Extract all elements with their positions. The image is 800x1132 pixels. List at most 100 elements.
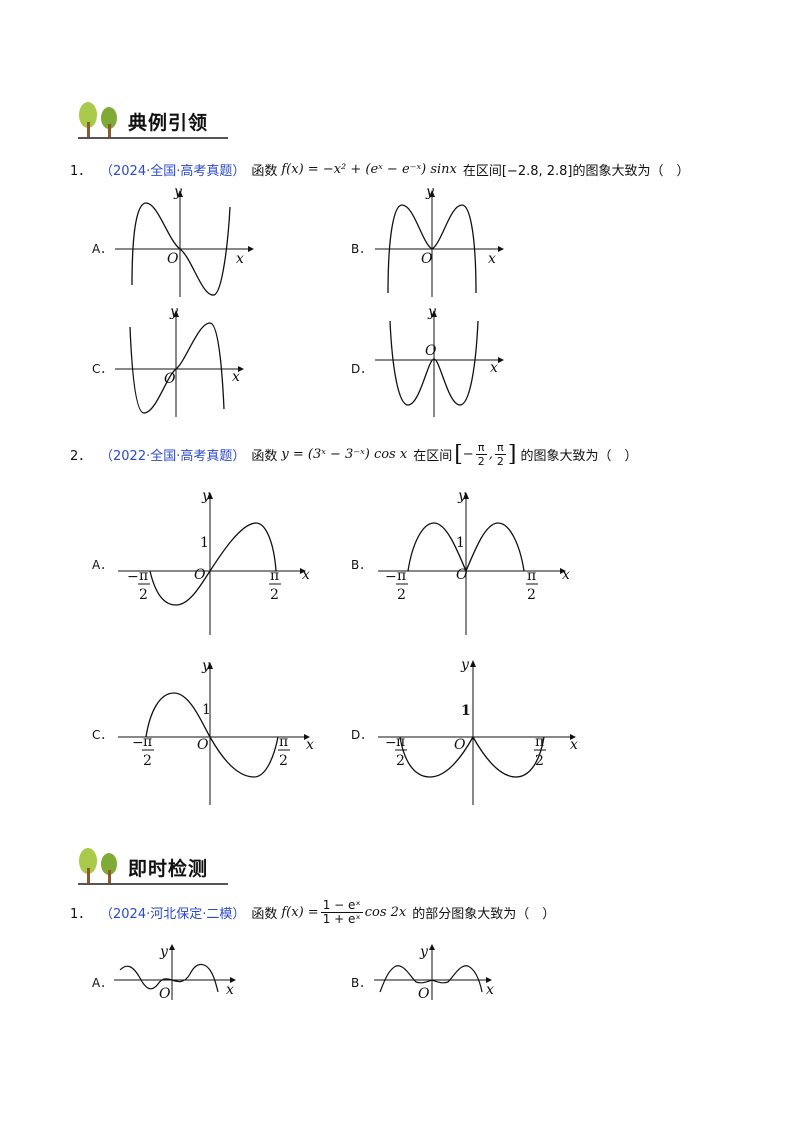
tick-two: 2 bbox=[279, 753, 288, 769]
question-source: （2022·全国·高考真题） bbox=[100, 449, 246, 464]
axis-label-y: y bbox=[419, 944, 429, 960]
tree-icon bbox=[79, 102, 117, 137]
tick-pi: π bbox=[143, 734, 152, 750]
graph-q1-a[interactable]: y x O bbox=[110, 184, 260, 300]
question-lead: 函数 bbox=[251, 449, 278, 464]
tick-two: 2 bbox=[143, 753, 152, 769]
fraction-numerator: 1 − eˣ bbox=[320, 898, 363, 913]
origin-label: O bbox=[454, 737, 466, 753]
question-formula-suffix: cos 2x bbox=[364, 905, 407, 920]
origin-label: O bbox=[194, 567, 206, 583]
question-lead: 函数 bbox=[251, 907, 278, 922]
axis-label-y: y bbox=[201, 658, 211, 674]
section-underline bbox=[78, 883, 228, 885]
question-1: 1． （2024·全国·高考真题） 函数 f(x) = −x² + (eˣ − … bbox=[70, 160, 694, 179]
option-label-b[interactable]: B． bbox=[351, 976, 372, 990]
origin-label: O bbox=[159, 986, 171, 1002]
graph-q1-d[interactable]: y x O bbox=[370, 304, 520, 420]
formula-fraction: 1 − eˣ 1 + eˣ bbox=[320, 898, 363, 926]
option-label-b[interactable]: B． bbox=[351, 558, 372, 572]
tick-two: 2 bbox=[535, 753, 544, 769]
question-source: （2024·河北保定·二模） bbox=[100, 907, 246, 922]
graph-q1-b[interactable]: y x O bbox=[370, 184, 520, 300]
graph-q1-c[interactable]: y x O bbox=[110, 304, 260, 420]
axis-label-y: y bbox=[159, 944, 169, 960]
axis-label-x: x bbox=[306, 737, 314, 753]
graph-q3-b[interactable]: y x O bbox=[372, 942, 502, 1002]
tick-pi: π bbox=[535, 734, 544, 750]
option-label-c[interactable]: C． bbox=[92, 362, 113, 376]
question-tail: 的图象大致为（ ） bbox=[520, 449, 638, 464]
question-tail: 的部分图象大致为（ ） bbox=[412, 907, 556, 922]
axis-label-x: x bbox=[486, 982, 494, 998]
tick-two: 2 bbox=[139, 587, 148, 603]
option-label-b[interactable]: B． bbox=[351, 242, 372, 256]
interval-right-fraction: π 2 bbox=[495, 441, 506, 468]
question-tail: 在区间[−2.8, 2.8]的图象大致为（ ） bbox=[462, 164, 690, 179]
tick-pi: π bbox=[527, 568, 536, 584]
origin-label: O bbox=[421, 251, 433, 267]
option-label-c[interactable]: C． bbox=[92, 728, 113, 742]
tick-label-one: 1 bbox=[200, 535, 209, 551]
axis-label-x: x bbox=[226, 982, 234, 998]
axis-label-y: y bbox=[173, 184, 183, 200]
question-source: （2024·全国·高考真题） bbox=[100, 164, 246, 179]
fraction-numerator: π bbox=[495, 441, 506, 455]
question-number: 2． bbox=[70, 449, 92, 464]
comma: , bbox=[488, 447, 493, 462]
question-2: 2． （2022·全国·高考真题） 函数 y = (3ˣ − 3⁻ˣ) cos … bbox=[70, 441, 641, 468]
tick-pi: π bbox=[270, 568, 279, 584]
axis-label-x: x bbox=[236, 251, 244, 267]
axis-label-x: x bbox=[302, 567, 310, 583]
option-label-d[interactable]: D． bbox=[351, 728, 373, 742]
tick-pi: π bbox=[139, 568, 148, 584]
axis-label-x: x bbox=[562, 567, 570, 583]
axis-label-y: y bbox=[201, 488, 211, 504]
tree-icon bbox=[79, 848, 117, 883]
origin-label: O bbox=[197, 737, 209, 753]
question-formula: y = (3ˣ − 3⁻ˣ) cos x bbox=[281, 447, 408, 462]
axis-label-x: x bbox=[570, 737, 578, 753]
graph-q2-b[interactable]: y x O 1 − π 2 π 2 bbox=[370, 487, 575, 637]
option-label-a[interactable]: A． bbox=[92, 976, 113, 990]
tick-minus: − bbox=[385, 569, 397, 585]
section-header-example: 典例引领 bbox=[76, 100, 236, 140]
question-lead: 函数 bbox=[251, 164, 278, 179]
fraction-denominator: 2 bbox=[496, 455, 504, 468]
section-underline bbox=[78, 137, 228, 139]
option-label-d[interactable]: D． bbox=[351, 362, 373, 376]
question-interval-prefix: 在区间 bbox=[413, 449, 453, 464]
option-label-a[interactable]: A． bbox=[92, 558, 113, 572]
axis-label-y: y bbox=[425, 184, 435, 200]
axis-label-y: y bbox=[427, 304, 437, 320]
interval-minus: − bbox=[462, 447, 474, 462]
tick-pi: π bbox=[396, 734, 405, 750]
origin-label: O bbox=[164, 371, 176, 387]
section-title: 典例引领 bbox=[128, 112, 209, 134]
interval-left-fraction: π 2 bbox=[475, 441, 487, 468]
tick-two: 2 bbox=[270, 587, 279, 603]
graph-q2-c[interactable]: y x O 1 − π 2 π 2 bbox=[110, 657, 315, 807]
graph-q2-a[interactable]: y x O 1 − π 2 π 2 bbox=[110, 487, 315, 637]
section-title: 即时检测 bbox=[128, 858, 209, 880]
graph-q3-a[interactable]: y x O bbox=[112, 942, 242, 1002]
graph-q2-d[interactable]: y x O 1 − π 2 π 2 bbox=[370, 657, 585, 807]
bracket-right: ] bbox=[507, 442, 517, 467]
tick-pi: π bbox=[397, 568, 406, 584]
fraction-numerator: π bbox=[475, 441, 487, 455]
tick-minus: − bbox=[127, 569, 139, 585]
axis-label-x: x bbox=[490, 360, 498, 376]
fraction-denominator: 1 + eˣ bbox=[322, 912, 361, 926]
option-label-a[interactable]: A． bbox=[92, 242, 113, 256]
question-number: 1． bbox=[70, 907, 92, 922]
tick-two: 2 bbox=[396, 753, 405, 769]
tick-two: 2 bbox=[527, 587, 536, 603]
bracket-left: [ bbox=[454, 442, 463, 467]
fraction-denominator: 2 bbox=[477, 455, 485, 468]
question-formula-prefix: f(x) = bbox=[281, 905, 319, 920]
origin-label: O bbox=[456, 567, 468, 583]
origin-label: O bbox=[418, 986, 430, 1002]
origin-label: O bbox=[425, 343, 437, 359]
question-formula: f(x) = −x² + (eˣ − e⁻ˣ) sinx bbox=[281, 162, 457, 177]
tick-label-one: 1 bbox=[461, 703, 471, 719]
